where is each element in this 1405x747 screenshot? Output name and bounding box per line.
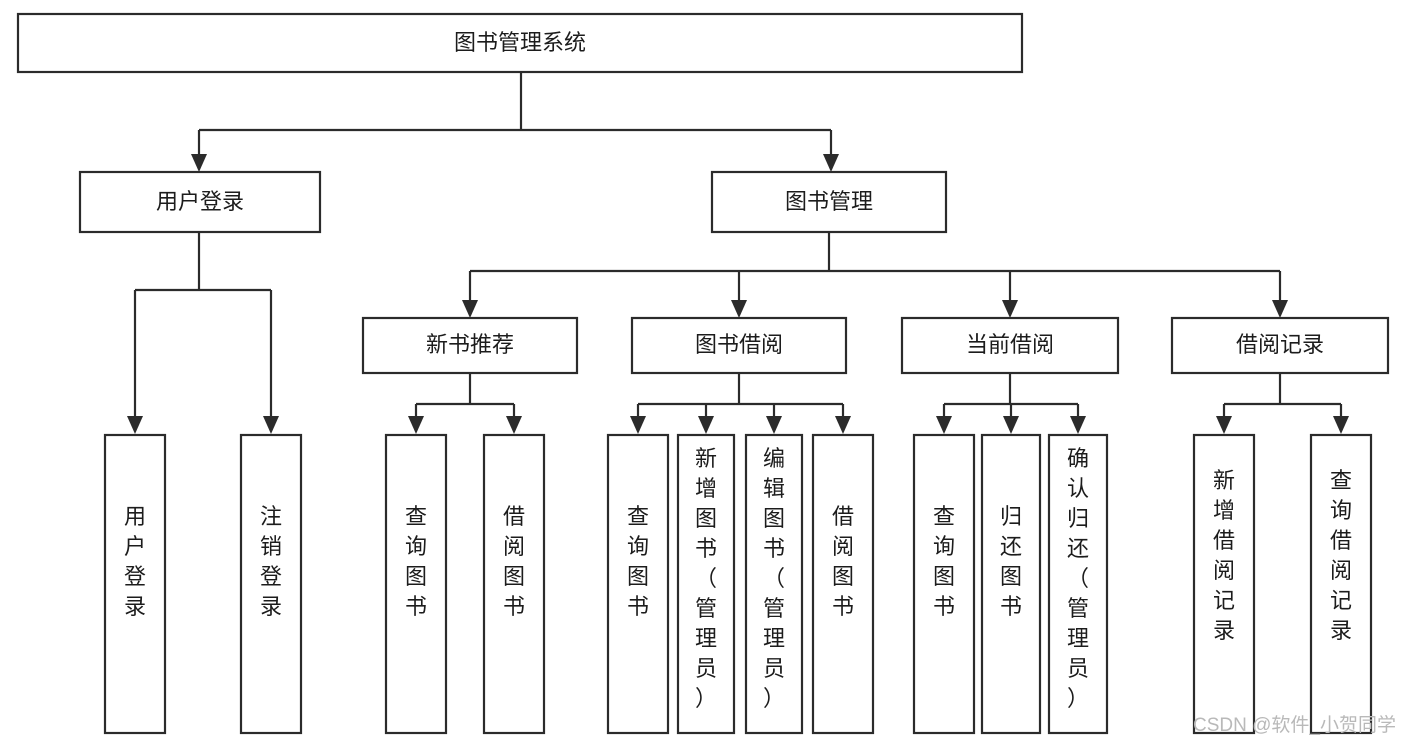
node-leaf-return-book-label: 归还图书 [1000,504,1022,619]
node-user-login-label: 用户登录 [156,189,244,214]
node-user-login[interactable]: 用户登录 [78,170,322,234]
arrow-head-icon [766,416,782,434]
arrow-head-icon [1002,300,1018,318]
node-leaf-add-book-label: 新增图书（管理员） [695,446,717,711]
node-leaf-return-book-box[interactable] [980,433,1042,735]
arrow-head-icon [835,416,851,434]
arrow-head-icon [823,154,839,172]
arrow-head-icon [462,300,478,318]
node-leaf-borrow-book-1-box[interactable] [482,433,546,735]
node-book-borrow-box[interactable] [630,316,848,375]
node-leaf-query-book-3[interactable]: 查询图书 [912,433,976,735]
node-root-box[interactable] [16,12,1024,74]
arrow-head-icon [936,416,952,434]
node-leaf-confirm-return-label: 确认归还（管理员） [1067,446,1089,711]
node-user-login-box[interactable] [78,170,322,234]
node-leaf-logout[interactable]: 注销登录 [239,433,303,735]
arrow-head-icon [127,416,143,434]
node-leaf-borrow-book-1-label: 借阅图书 [503,504,525,619]
arrow-head-icon [1003,416,1019,434]
arrow-head-icon [698,416,714,434]
node-book-manage-label: 图书管理 [785,189,873,214]
node-leaf-add-record-label: 新增借阅记录 [1213,468,1235,643]
arrow-head-icon [263,416,279,434]
node-leaf-query-record-box[interactable] [1309,433,1373,735]
node-leaf-confirm-return-box[interactable] [1047,433,1109,735]
node-leaf-borrow-book-2-label: 借阅图书 [832,504,854,619]
node-leaf-query-book-1-label: 查询图书 [405,504,427,619]
node-leaf-confirm-return[interactable]: 确认归还（管理员） [1047,433,1109,735]
node-leaf-user-login-box[interactable] [103,433,167,735]
node-leaf-query-record[interactable]: 查询借阅记录 [1309,433,1373,735]
arrow-head-icon [191,154,207,172]
node-leaf-borrow-book-2[interactable]: 借阅图书 [811,433,875,735]
node-book-manage-box[interactable] [710,170,948,234]
edge-group [127,72,1349,434]
node-leaf-edit-book-box[interactable] [744,433,804,735]
node-leaf-user-login-label: 用户登录 [124,504,146,619]
node-leaf-user-login[interactable]: 用户登录 [103,433,167,735]
node-new-book-rec-box[interactable] [361,316,579,375]
node-leaf-edit-book[interactable]: 编辑图书（管理员） [744,433,804,735]
node-leaf-query-book-3-label: 查询图书 [933,504,955,619]
arrow-head-icon [630,416,646,434]
node-leaf-edit-book-label: 编辑图书（管理员） [763,446,785,711]
node-borrow-record-box[interactable] [1170,316,1390,375]
node-book-borrow[interactable]: 图书借阅 [630,316,848,375]
node-leaf-query-book-3-box[interactable] [912,433,976,735]
node-current-borrow-box[interactable] [900,316,1120,375]
arrow-head-icon [1272,300,1288,318]
node-leaf-borrow-book-2-box[interactable] [811,433,875,735]
node-leaf-borrow-book-1[interactable]: 借阅图书 [482,433,546,735]
node-current-borrow-label: 当前借阅 [966,332,1054,357]
node-root[interactable]: 图书管理系统 [16,12,1024,74]
node-leaf-add-record-box[interactable] [1192,433,1256,735]
node-borrow-record[interactable]: 借阅记录 [1170,316,1390,375]
node-leaf-logout-box[interactable] [239,433,303,735]
arrow-head-icon [1070,416,1086,434]
arrow-head-icon [1333,416,1349,434]
node-leaf-query-book-2-box[interactable] [606,433,670,735]
arrow-head-icon [1216,416,1232,434]
node-current-borrow[interactable]: 当前借阅 [900,316,1120,375]
arrow-head-icon [731,300,747,318]
node-leaf-add-record[interactable]: 新增借阅记录 [1192,433,1256,735]
csdn-watermark: CSDN @软件_小贺同学 [1193,714,1396,736]
node-leaf-add-book[interactable]: 新增图书（管理员） [676,433,736,735]
arrow-head-icon [506,416,522,434]
node-root-label: 图书管理系统 [454,30,586,55]
node-borrow-record-label: 借阅记录 [1236,332,1324,357]
node-leaf-query-record-label: 查询借阅记录 [1330,468,1352,643]
node-new-book-rec-label: 新书推荐 [426,332,514,357]
node-leaf-logout-label: 注销登录 [260,504,282,619]
node-book-borrow-label: 图书借阅 [695,332,783,357]
arrow-head-icon [408,416,424,434]
node-leaf-add-book-box[interactable] [676,433,736,735]
node-leaf-query-book-1-box[interactable] [384,433,448,735]
node-leaf-query-book-2[interactable]: 查询图书 [606,433,670,735]
node-leaf-query-book-2-label: 查询图书 [627,504,649,619]
node-leaf-query-book-1[interactable]: 查询图书 [384,433,448,735]
node-book-manage[interactable]: 图书管理 [710,170,948,234]
node-new-book-rec[interactable]: 新书推荐 [361,316,579,375]
node-leaf-return-book[interactable]: 归还图书 [980,433,1042,735]
